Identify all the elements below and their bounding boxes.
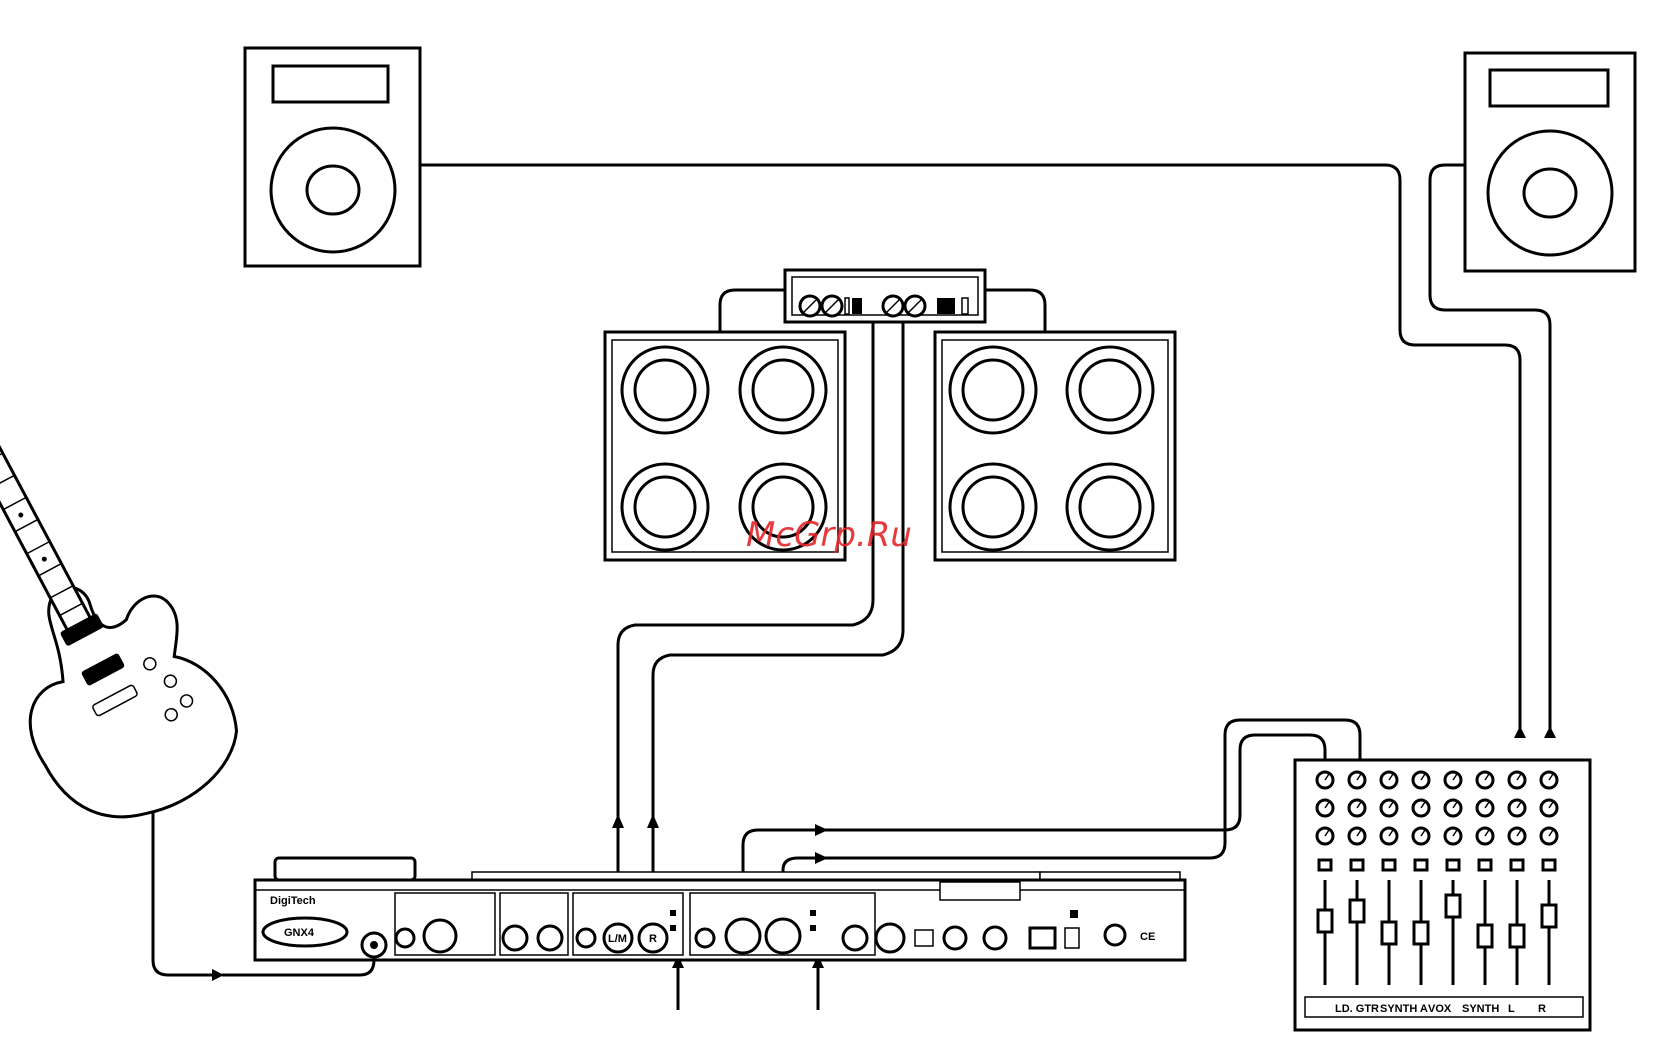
arrow-xlr-right bbox=[815, 852, 828, 864]
mixer-channel-label: VOX bbox=[1428, 1003, 1452, 1015]
mixer-fader bbox=[1318, 910, 1332, 932]
amp-head bbox=[785, 270, 985, 322]
arrow-right-speaker-input bbox=[1544, 726, 1556, 738]
cable-amp-cab-left bbox=[720, 290, 785, 332]
mixer-channel-label: L bbox=[1508, 1003, 1515, 1015]
mixer-channel-label: SYNTH A bbox=[1380, 1003, 1428, 1015]
mixer-channel-label: LD. GTR bbox=[1335, 1003, 1379, 1015]
mixer-fader bbox=[1510, 925, 1524, 947]
mixer-fader bbox=[1478, 925, 1492, 947]
mixer-fader bbox=[1350, 900, 1364, 922]
mixer-button bbox=[1511, 860, 1523, 870]
mixer-fader bbox=[1542, 905, 1556, 927]
mixer-button bbox=[1351, 860, 1363, 870]
mixer-fader bbox=[1382, 922, 1396, 944]
arrow-out-right bbox=[647, 814, 659, 828]
mixer-fader bbox=[1414, 922, 1428, 944]
arrow-xlr-left bbox=[815, 824, 828, 836]
model-label: GNX4 bbox=[284, 927, 315, 939]
mixer-channel-label: R bbox=[1538, 1003, 1546, 1015]
watermark: McGrp.Ru bbox=[746, 515, 912, 555]
mixer-button bbox=[1447, 860, 1459, 870]
brand-label: DigiTech bbox=[270, 895, 316, 907]
out-right-label: R bbox=[649, 933, 657, 945]
cable-amp-cab-right bbox=[985, 290, 1045, 332]
arrow-out-left bbox=[612, 814, 624, 828]
mixer-channel-label: SYNTH bbox=[1462, 1003, 1499, 1015]
pa-speaker-left bbox=[245, 48, 420, 266]
mixer-fader bbox=[1446, 895, 1460, 917]
gnx4-processor: DigiTech GNX4 L/M R CE bbox=[255, 858, 1185, 960]
mixer-button bbox=[1479, 860, 1491, 870]
out-left-label: L/M bbox=[608, 933, 627, 945]
mixer-button bbox=[1543, 860, 1555, 870]
speaker-cabinet-right bbox=[935, 332, 1175, 560]
arrow-left-speaker-input bbox=[1514, 726, 1526, 738]
mixer-button bbox=[1383, 860, 1395, 870]
pa-speaker-right bbox=[1465, 53, 1635, 271]
mixer-button bbox=[1415, 860, 1427, 870]
mixer-button bbox=[1319, 860, 1331, 870]
electric-guitar bbox=[0, 229, 260, 850]
svg-text:CE: CE bbox=[1140, 931, 1155, 943]
amp-knobs-left bbox=[800, 296, 862, 316]
